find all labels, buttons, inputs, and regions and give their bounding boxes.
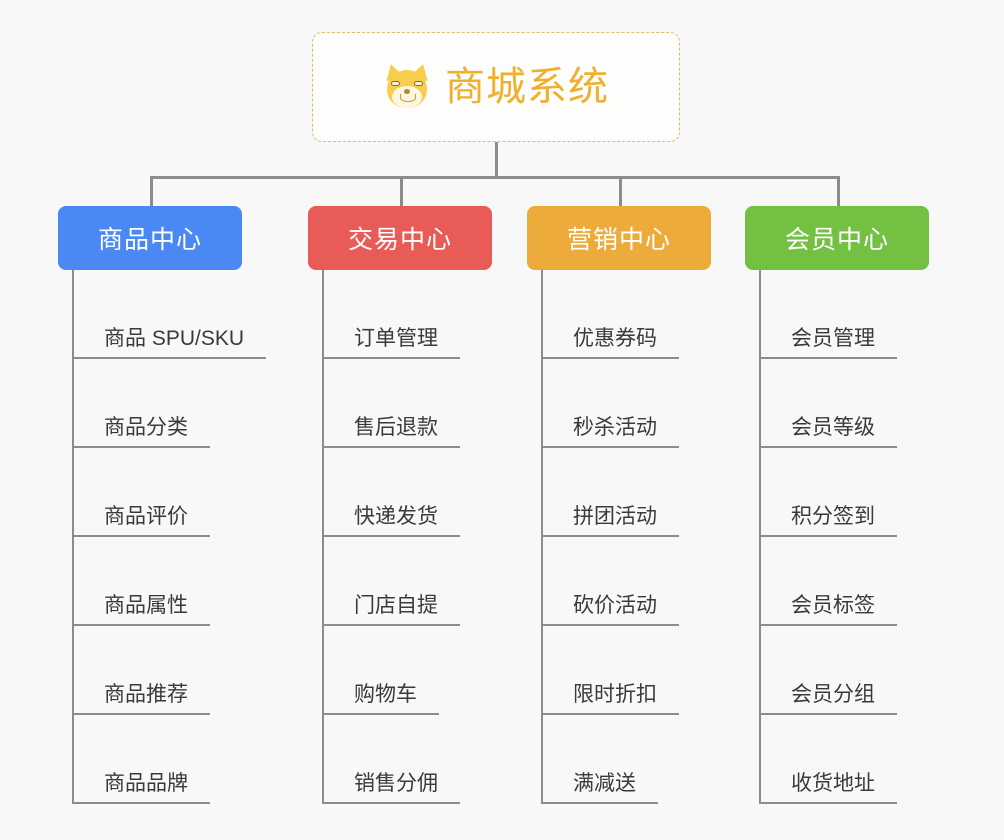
list-item[interactable]: 限时折扣 — [541, 626, 711, 715]
leaf-label: 商品分类 — [72, 415, 210, 448]
branch-title-4: 会员中心 — [784, 226, 889, 254]
list-item[interactable]: 商品 SPU/SKU — [72, 270, 267, 359]
branch-product-center: 商品中心 商品 SPU/SKU 商品分类 商品评价 商品属性 商品推荐 商品品牌 — [58, 206, 267, 804]
branch-member-center: 会员中心 会员管理 会员等级 积分签到 会员标签 会员分组 收货地址 — [745, 206, 929, 804]
list-item[interactable]: 商品品牌 — [72, 715, 242, 804]
leaf-label: 会员分组 — [759, 682, 897, 715]
list-item[interactable]: 订单管理 — [322, 270, 492, 359]
list-item[interactable]: 会员标签 — [759, 537, 929, 626]
list-item[interactable]: 商品评价 — [72, 448, 242, 537]
branch-marketing-center: 营销中心 优惠券码 秒杀活动 拼团活动 砍价活动 限时折扣 满减送 — [527, 206, 711, 804]
list-item[interactable]: 拼团活动 — [541, 448, 711, 537]
leaf-list-2: 订单管理 售后退款 快递发货 门店自提 购物车 销售分佣 — [322, 270, 492, 804]
list-item[interactable]: 秒杀活动 — [541, 359, 711, 448]
list-item[interactable]: 售后退款 — [322, 359, 492, 448]
leaf-label: 积分签到 — [759, 504, 897, 537]
leaf-label: 拼团活动 — [541, 504, 679, 537]
leaf-list-3: 优惠券码 秒杀活动 拼团活动 砍价活动 限时折扣 满减送 — [541, 270, 711, 804]
leaf-label: 商品评价 — [72, 504, 210, 537]
leaf-label: 砍价活动 — [541, 593, 679, 626]
leaf-label: 门店自提 — [322, 593, 460, 626]
connector-drop-3 — [619, 176, 622, 206]
leaf-label: 商品属性 — [72, 593, 210, 626]
list-item[interactable]: 快递发货 — [322, 448, 492, 537]
list-item[interactable]: 商品分类 — [72, 359, 242, 448]
leaf-label: 秒杀活动 — [541, 415, 679, 448]
list-item[interactable]: 会员管理 — [759, 270, 929, 359]
branch-title-3: 营销中心 — [566, 226, 671, 254]
leaf-label: 限时折扣 — [541, 682, 679, 715]
branch-header-2[interactable]: 交易中心 — [308, 206, 492, 270]
leaf-label: 收货地址 — [759, 771, 897, 804]
branch-header-3[interactable]: 营销中心 — [527, 206, 711, 270]
connector-horizontal-bus — [150, 176, 840, 179]
list-item[interactable]: 收货地址 — [759, 715, 929, 804]
connector-root-stem — [495, 142, 498, 178]
root-node[interactable]: 商城系统 — [312, 32, 680, 142]
leaf-label: 商品 SPU/SKU — [72, 326, 267, 359]
leaf-label: 商品推荐 — [72, 682, 210, 715]
branch-header-4[interactable]: 会员中心 — [745, 206, 929, 270]
leaf-label: 会员标签 — [759, 593, 897, 626]
list-item[interactable]: 门店自提 — [322, 537, 492, 626]
connector-drop-4 — [837, 176, 840, 206]
list-item[interactable]: 会员分组 — [759, 626, 929, 715]
list-item[interactable]: 砍价活动 — [541, 537, 711, 626]
leaf-label: 购物车 — [322, 682, 439, 715]
leaf-label: 销售分佣 — [322, 771, 460, 804]
list-item[interactable]: 优惠券码 — [541, 270, 711, 359]
leaf-label: 满减送 — [541, 771, 658, 804]
branch-header-1[interactable]: 商品中心 — [58, 206, 242, 270]
list-item[interactable]: 商品属性 — [72, 537, 242, 626]
list-item[interactable]: 购物车 — [322, 626, 492, 715]
list-item[interactable]: 商品推荐 — [72, 626, 242, 715]
leaf-label: 快递发货 — [322, 504, 460, 537]
leaf-label: 会员管理 — [759, 326, 897, 359]
leaf-label: 会员等级 — [759, 415, 897, 448]
leaf-spine-3 — [541, 270, 543, 804]
leaf-spine-1 — [72, 270, 74, 804]
list-item[interactable]: 积分签到 — [759, 448, 929, 537]
leaf-label: 商品品牌 — [72, 771, 210, 804]
list-item[interactable]: 销售分佣 — [322, 715, 492, 804]
leaf-list-1: 商品 SPU/SKU 商品分类 商品评价 商品属性 商品推荐 商品品牌 — [72, 270, 267, 804]
branch-title-2: 交易中心 — [347, 226, 452, 254]
shiba-dog-face-icon — [382, 61, 432, 111]
connector-drop-2 — [400, 176, 403, 206]
root-title: 商城系统 — [445, 65, 609, 109]
leaf-label: 售后退款 — [322, 415, 460, 448]
list-item[interactable]: 会员等级 — [759, 359, 929, 448]
leaf-label: 订单管理 — [322, 326, 460, 359]
branch-trade-center: 交易中心 订单管理 售后退款 快递发货 门店自提 购物车 销售分佣 — [308, 206, 492, 804]
leaf-label: 优惠券码 — [541, 326, 679, 359]
leaf-spine-2 — [322, 270, 324, 804]
leaf-spine-4 — [759, 270, 761, 804]
branch-title-1: 商品中心 — [97, 226, 202, 254]
leaf-list-4: 会员管理 会员等级 积分签到 会员标签 会员分组 收货地址 — [759, 270, 929, 804]
connector-drop-1 — [150, 176, 153, 206]
list-item[interactable]: 满减送 — [541, 715, 711, 804]
